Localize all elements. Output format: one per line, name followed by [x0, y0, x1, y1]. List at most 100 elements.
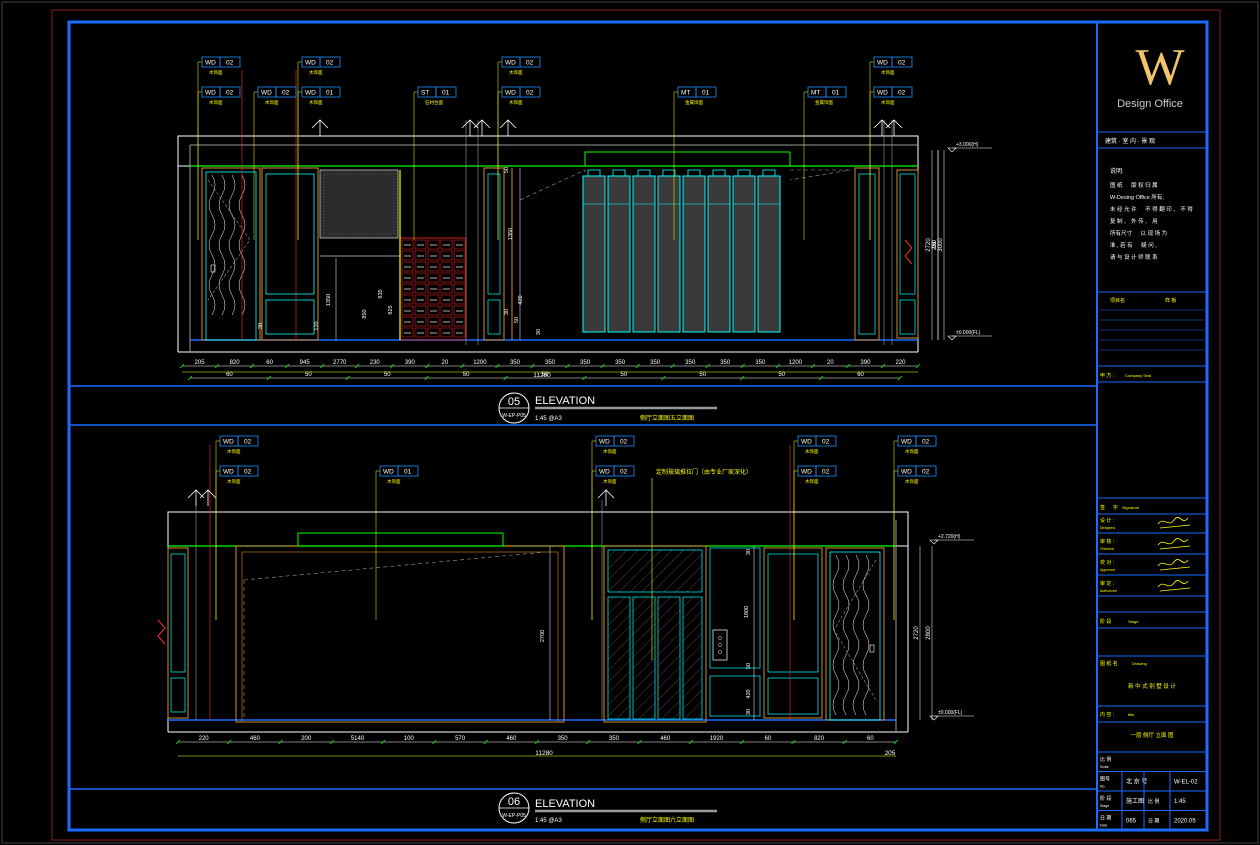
e06-title: ELEVATION	[535, 798, 595, 810]
screen-hanger	[762, 169, 776, 177]
dimension-label: 350	[545, 360, 556, 366]
e05-cn-title: 侧厅立面图五立面图	[640, 414, 694, 422]
tag-label: 木饰面	[309, 69, 323, 76]
vertical-dimension-label: 3000	[938, 238, 944, 252]
downlight-icon	[597, 489, 615, 506]
tag-number: 02	[526, 60, 534, 67]
dimension-label: 220	[199, 736, 210, 742]
wine-rack-cell	[453, 283, 466, 294]
dimension-label: 350	[615, 360, 626, 366]
e05-pilaster-b-panel	[858, 173, 876, 335]
tag-number: 02	[822, 469, 830, 476]
tb-content-en: title	[1128, 712, 1135, 717]
tag-code: WD	[223, 439, 234, 446]
dimension-label: 50	[778, 372, 785, 378]
e06-panel-b	[767, 553, 819, 673]
tag-number: 02	[922, 469, 930, 476]
tag-num-box	[319, 86, 341, 98]
tb-note-line: 所有尺寸 以 现 场 为	[1110, 229, 1167, 237]
wine-rack-cell	[453, 294, 466, 305]
tb-sign-row-en: Designed	[1100, 526, 1115, 530]
dimension-label: 1920	[710, 736, 724, 742]
tag-label: 木饰面	[227, 478, 241, 485]
tb-dwg-label: 图 纸 名	[1100, 660, 1118, 667]
tag-number: 02	[898, 60, 906, 67]
downlight-icon	[473, 119, 491, 136]
tag-number: 02	[226, 90, 234, 97]
e05-pilaster-a-panel	[487, 173, 501, 295]
tag-number: 02	[226, 60, 234, 67]
inner-dimension-label: 30	[504, 309, 510, 315]
tag-num-box	[519, 86, 541, 98]
vertical-dimension-label: 2720	[914, 626, 920, 640]
inner-dimension-label: 120	[314, 321, 320, 330]
tag-number: 01	[702, 90, 710, 97]
e06-cn-title: 侧厅立面图六立面图	[640, 816, 694, 824]
dimension-label: 220	[895, 360, 906, 366]
screen-hanger	[587, 169, 601, 177]
logo-mark: W	[1135, 39, 1184, 96]
level-label: ±0.000(FL)	[956, 330, 981, 336]
e06-door-leaf	[829, 551, 881, 721]
level-label: ±0.000(FL)	[938, 710, 963, 716]
dimension-label: 50	[699, 372, 706, 378]
signature-scribble	[1157, 559, 1191, 571]
e05-stone-panel	[319, 169, 399, 239]
level-label: +3.000(H)	[956, 142, 979, 148]
wine-rack-cell	[401, 250, 414, 261]
e05-stone-texture	[323, 173, 395, 235]
inner-dimension-label: 2700	[540, 630, 546, 642]
tag-num-box	[891, 56, 913, 68]
e05-pilaster-a-lower	[487, 299, 501, 335]
tag-label: 金属饰面	[815, 99, 833, 106]
tag-label: 木饰面	[509, 99, 523, 106]
e05-screens	[582, 169, 781, 333]
tb-header: 建筑 · 室 内 · 景 观	[1105, 137, 1155, 145]
tb-row-c1: 北 京 号	[1126, 778, 1147, 786]
tb-project-label: 项目名	[1110, 297, 1125, 304]
dimension-total: 11280	[535, 750, 553, 757]
screen-hanger	[662, 169, 676, 177]
signature-scribble	[1157, 580, 1191, 592]
wine-rack-cell	[414, 316, 427, 327]
tag-num-box	[397, 465, 419, 477]
title-block: W Design Office 建筑 · 室 内 · 景 观 说明: 图 纸 版…	[1097, 39, 1207, 831]
tag-number: 02	[244, 439, 252, 446]
e05-pilaster-b	[854, 167, 880, 341]
dimension-label: 350	[685, 360, 696, 366]
e06-code: W-EP-P05	[502, 813, 526, 819]
tb-dwg-value: Drawing	[1132, 661, 1147, 666]
tb-note-line: W-Desing Office 所有,	[1110, 193, 1164, 201]
wine-rack-cell	[414, 327, 427, 338]
level-marker-icon	[929, 539, 939, 545]
inner-dimension-label: 30	[746, 709, 752, 715]
screen-panel	[732, 175, 756, 333]
e06-glass-door-frame	[603, 545, 707, 723]
dimension-label: 60	[857, 372, 864, 378]
tag-num-box	[695, 86, 717, 98]
tag-num-box	[219, 56, 241, 68]
tag-number: 02	[526, 90, 534, 97]
inner-dimension-label: 50	[514, 317, 520, 323]
e06-panel-b-lower	[767, 677, 819, 715]
dimension-label: 945	[300, 360, 311, 366]
wine-rack-cell	[414, 250, 427, 261]
e06-scale: 1:45 @A3	[535, 818, 562, 824]
inner-dimension-label: 1350	[326, 294, 332, 306]
tag-label: 金属饰面	[685, 99, 703, 106]
tag-label: 木饰面	[805, 478, 819, 485]
tb-note-line: 请 与 设 计 师 联 系	[1110, 253, 1158, 261]
level-label: +2.720(H)	[938, 534, 961, 540]
tb-row-en: No.	[1100, 785, 1105, 789]
downlight-icon	[885, 119, 903, 136]
tag-code: ST	[421, 90, 429, 97]
vertical-dimension-label: 2720	[926, 238, 932, 252]
tag-code: WD	[261, 90, 272, 97]
wine-rack-cell	[401, 283, 414, 294]
e05-code: W-EP-P05	[502, 413, 526, 419]
tag-label: 木饰面	[603, 448, 617, 455]
wine-rack-cell	[427, 239, 440, 250]
tb-note-line: 复 制 、 外 传 、 用	[1110, 217, 1158, 225]
e06-top-header	[297, 532, 504, 547]
e05-number: 05	[508, 396, 520, 408]
